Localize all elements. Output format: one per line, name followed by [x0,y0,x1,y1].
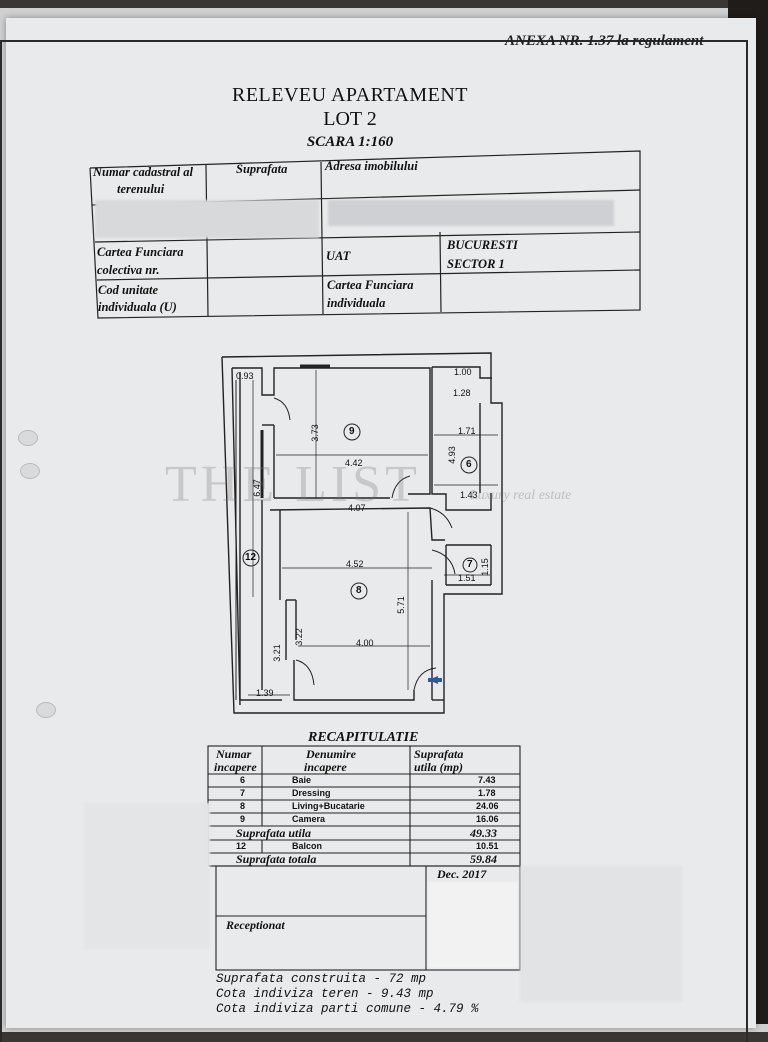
built-area-line: Suprafata construita - 72 mp [216,972,427,986]
dim-label: 1.71 [458,426,476,436]
received-label: Receptionat [226,918,285,932]
scale-label: SCARA 1:160 [306,134,394,150]
recap-row-name: Dressing [292,788,331,798]
redacted-cell [95,200,319,238]
recap-row-area: 1.78 [478,788,496,798]
balcony-num: 12 [236,841,247,851]
total-area-label: Suprafata totala [236,852,317,866]
dim-label: 1.28 [453,388,471,398]
room-number: 9 [349,426,355,437]
unit-code-label: Cod unitate [98,283,159,297]
recap-col1-header-2: incapere [214,760,257,774]
uat-value: BUCURESTI [447,238,518,252]
date-label: Dec. 2017 [437,867,487,881]
dim-label: 4.00 [356,638,374,648]
balcony-area: 10.51 [476,841,499,851]
uat-value-2: SECTOR 1 [447,257,505,271]
unit-code-label-2: individuala (U) [98,300,177,314]
recap-col3-header: Suprafata [414,747,464,761]
total-area-value: 59.84 [470,852,497,866]
cf-individual-label: Cartea Funciara [327,278,414,292]
cf-collective-label: Cartea Funciara [97,245,184,259]
dim-label: 4.42 [345,458,363,468]
cf-individual-label-2: individuala [327,296,386,310]
recap-row-num: 8 [240,801,246,811]
redacted-signature [520,866,682,1002]
recap-col2-header-2: incapere [304,760,347,774]
balcony-name: Balcon [292,841,323,851]
recap-row-name: Living+Bucatarie [292,801,365,811]
recap-col2-header: Denumire [306,747,357,761]
dim-label: 1.00 [454,367,472,377]
dim-label: 0.93 [236,371,254,381]
redacted-address [328,200,614,226]
punch-hole [36,702,56,718]
watermark: THE LIST [165,456,421,513]
recap-row-area: 16.06 [476,814,499,824]
redacted-stamp [428,882,518,968]
page-frame [0,40,748,1042]
recap-title: RECAPITULATIE [308,730,419,745]
recap-row-num: 7 [240,788,246,798]
recap-row-area: 7.43 [478,775,496,785]
recap-col1-header: Numar [216,747,252,761]
dim-label: 4.52 [346,559,364,569]
room-number: 12 [245,552,257,563]
land-share-line: Cota indiviza teren - 9.43 mp [216,987,434,1001]
cadastral-label-2: terenului [117,182,165,196]
useful-area-value: 49.33 [470,826,497,840]
recap-row-num: 6 [240,775,246,785]
dim-label: 1.39 [256,688,274,698]
recap-row-num: 9 [240,814,246,824]
cf-collective-label-2: colectiva nr. [97,263,160,277]
dim-label: 4.07 [348,503,366,513]
lot-title: LOT 2 [323,108,377,130]
punch-hole [18,430,38,446]
room-number: 7 [467,559,473,570]
address-label: Adresa imobilului [325,159,418,173]
recap-row-name: Baie [292,775,312,785]
cadastral-label: Numar cadastral al [93,165,194,179]
dim-label: 1.43 [460,490,478,500]
uat-label: UAT [326,249,351,263]
common-share-line: Cota indiviza parti comune - 4.79 % [216,1002,479,1016]
document-title: RELEVEU APARTAMENT [231,84,469,106]
room-number: 8 [356,585,362,596]
recap-row-area: 24.06 [476,801,499,811]
surface-label: Suprafata [236,162,288,176]
annex-label: ANEXA NR. 1.37 la regulament [505,33,704,49]
punch-hole [20,463,40,479]
room-number: 6 [466,459,472,470]
recap-col3-header-2: utila (mp) [414,760,464,774]
dim-label: 1.51 [458,573,476,583]
recap-row-name: Camera [292,814,326,824]
redacted-block [84,803,210,949]
watermark-subtitle: Luxury real estate [470,488,572,503]
useful-area-label: Suprafata utila [236,826,312,840]
